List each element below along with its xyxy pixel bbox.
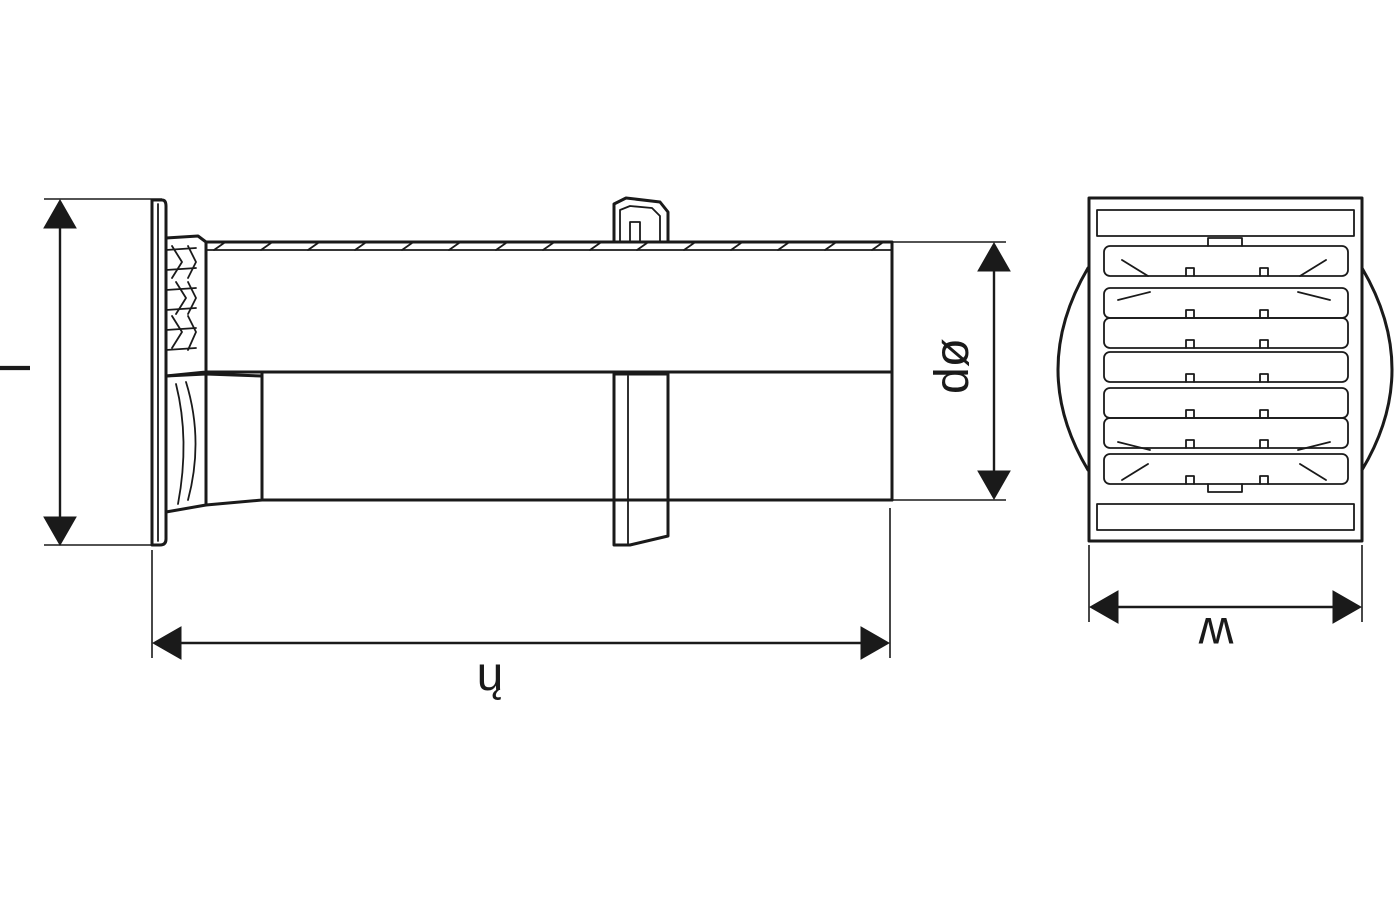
label-duct-diameter: dø xyxy=(926,338,979,394)
dimension-width xyxy=(1088,545,1363,624)
louvre-slat xyxy=(1103,317,1349,349)
louvre-slat xyxy=(1103,417,1349,449)
slat-tab xyxy=(1185,267,1195,277)
side-view xyxy=(150,196,894,547)
slat-tab xyxy=(1259,373,1269,383)
slat-tab xyxy=(1185,373,1195,383)
support-bracket xyxy=(612,372,670,547)
louvre-cap xyxy=(164,234,208,514)
label-width: w xyxy=(1198,607,1234,660)
slat-tab xyxy=(1259,409,1269,419)
dimension-duct-diameter xyxy=(892,241,1011,501)
slat-tab xyxy=(1185,439,1195,449)
slat-tab xyxy=(1259,339,1269,349)
frame-tab-bottom xyxy=(1207,483,1243,493)
slat-tab xyxy=(1259,439,1269,449)
label-length: ų xyxy=(477,648,504,701)
grille-frame xyxy=(1087,196,1364,543)
louvre-slat xyxy=(1103,387,1349,419)
front-flange xyxy=(150,198,168,547)
label-overall-height: l xyxy=(0,363,41,374)
front-view xyxy=(1056,196,1394,543)
duct-circle-left xyxy=(1056,266,1090,472)
slat-tab xyxy=(1185,475,1195,485)
slat-tab xyxy=(1185,309,1195,319)
slat-tab xyxy=(1259,475,1269,485)
frame-tab-top xyxy=(1207,237,1243,247)
duct-circle-right xyxy=(1360,266,1394,472)
louvre-slat xyxy=(1103,453,1349,485)
mounting-clip xyxy=(612,196,670,244)
corner-marks xyxy=(1117,259,1331,481)
slat-tab xyxy=(1259,309,1269,319)
slat-tab xyxy=(1185,339,1195,349)
tube-upper xyxy=(204,240,894,502)
dimension-overall-height xyxy=(43,198,162,547)
slat-tab xyxy=(1259,267,1269,277)
slat-tab xyxy=(1185,409,1195,419)
louvre-slat xyxy=(1103,287,1349,319)
louvre-slat xyxy=(1103,351,1349,383)
tube-lower xyxy=(204,370,894,507)
louvre-slats xyxy=(1103,237,1349,493)
louvre-slat xyxy=(1103,245,1349,277)
dimension-length xyxy=(151,508,891,660)
